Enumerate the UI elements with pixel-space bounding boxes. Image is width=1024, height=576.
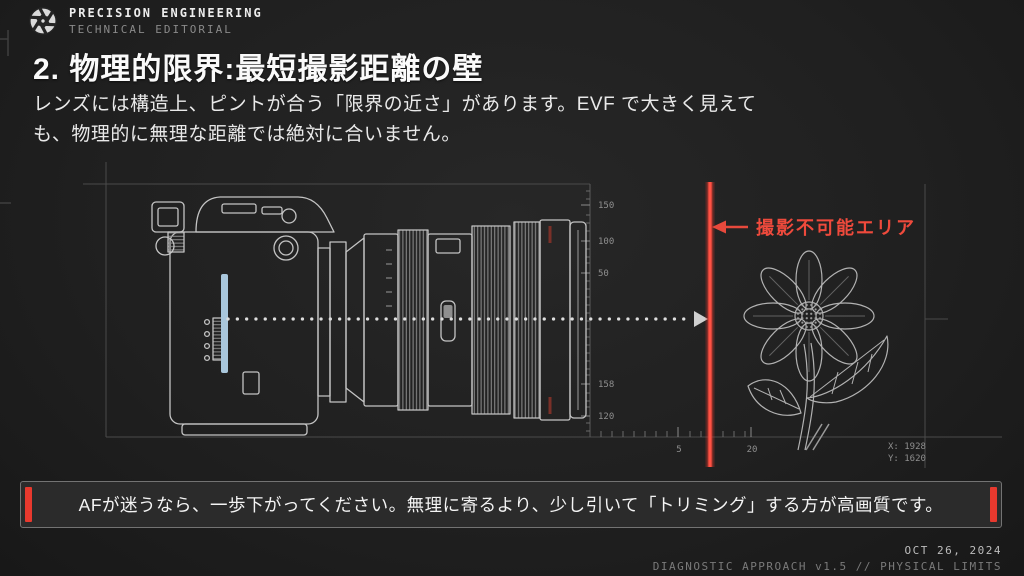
left-arrow-icon xyxy=(712,220,726,234)
warning-annotation: 撮影不可能エリア xyxy=(712,217,916,238)
ruler-label: 5 xyxy=(676,445,681,455)
brand-name: PRECISION ENGINEERING xyxy=(69,6,263,20)
ruler-label: 158 xyxy=(598,380,614,390)
footer-meta: DIAGNOSTIC APPROACH v1.5 // PHYSICAL LIM… xyxy=(652,559,1002,573)
callout-text: AFが迷うなら、一歩下がってください。無理に寄るより、少し引いて「トリミング」す… xyxy=(78,495,944,515)
aperture-icon xyxy=(29,7,57,36)
blueprint-frame xyxy=(83,162,1002,468)
brand-block: PRECISION ENGINEERING TECHNICAL EDITORIA… xyxy=(69,6,263,37)
ruler-label: 50 xyxy=(598,269,609,279)
page-title: 2. 物理的限界:最短撮影距離の壁 xyxy=(33,53,484,86)
sensor-plane-marker xyxy=(221,274,228,373)
warning-label: 撮影不可能エリア xyxy=(756,217,916,238)
body-line-2: も、物理的に無理な距離では絶対に合いません。 xyxy=(33,124,461,146)
advice-callout: AFが迷うなら、一歩下がってください。無理に寄るより、少し引いて「トリミング」す… xyxy=(20,481,1002,528)
coordinate-x: X: 1928 xyxy=(888,442,926,452)
ruler-break-mark xyxy=(805,423,830,451)
footer-date: OCT 26, 2024 xyxy=(904,544,1002,557)
horizontal-ruler: 5 20 xyxy=(600,423,830,455)
flower-illustration xyxy=(743,250,889,451)
brand-subtitle: TECHNICAL EDITORIAL xyxy=(69,23,233,36)
body-text: レンズには構造上、ピントが合う「限界の近さ」があります。EVF で大きく見えて … xyxy=(33,90,757,150)
flower-leaf-right xyxy=(806,335,889,404)
edge-crop-marks xyxy=(0,30,11,204)
ruler-label: 20 xyxy=(747,445,758,455)
ruler-label: 100 xyxy=(598,237,614,247)
ruler-label: 120 xyxy=(598,412,614,422)
header: PRECISION ENGINEERING TECHNICAL EDITORIA… xyxy=(28,6,263,37)
ruler-label: 150 xyxy=(598,201,614,211)
footer: OCT 26, 2024 DIAGNOSTIC APPROACH v1.5 //… xyxy=(653,543,1002,575)
callout-red-accent-right xyxy=(990,487,997,522)
flower-leaf-left xyxy=(747,379,802,416)
body-line-1: レンズには構造上、ピントが合う「限界の近さ」があります。EVF で大きく見えて xyxy=(33,94,757,115)
vertical-ruler: 150 100 50 158 120 xyxy=(581,184,614,437)
callout-red-accent-left xyxy=(25,487,32,522)
distance-arrow xyxy=(226,311,708,327)
camera-illustration xyxy=(151,196,347,436)
coordinate-y: Y: 1620 xyxy=(888,454,926,464)
flower-center xyxy=(794,301,824,331)
flower-stem xyxy=(797,343,808,451)
lens-illustration xyxy=(345,219,587,421)
coordinate-readout: X: 1928 Y: 1620 xyxy=(888,442,926,464)
